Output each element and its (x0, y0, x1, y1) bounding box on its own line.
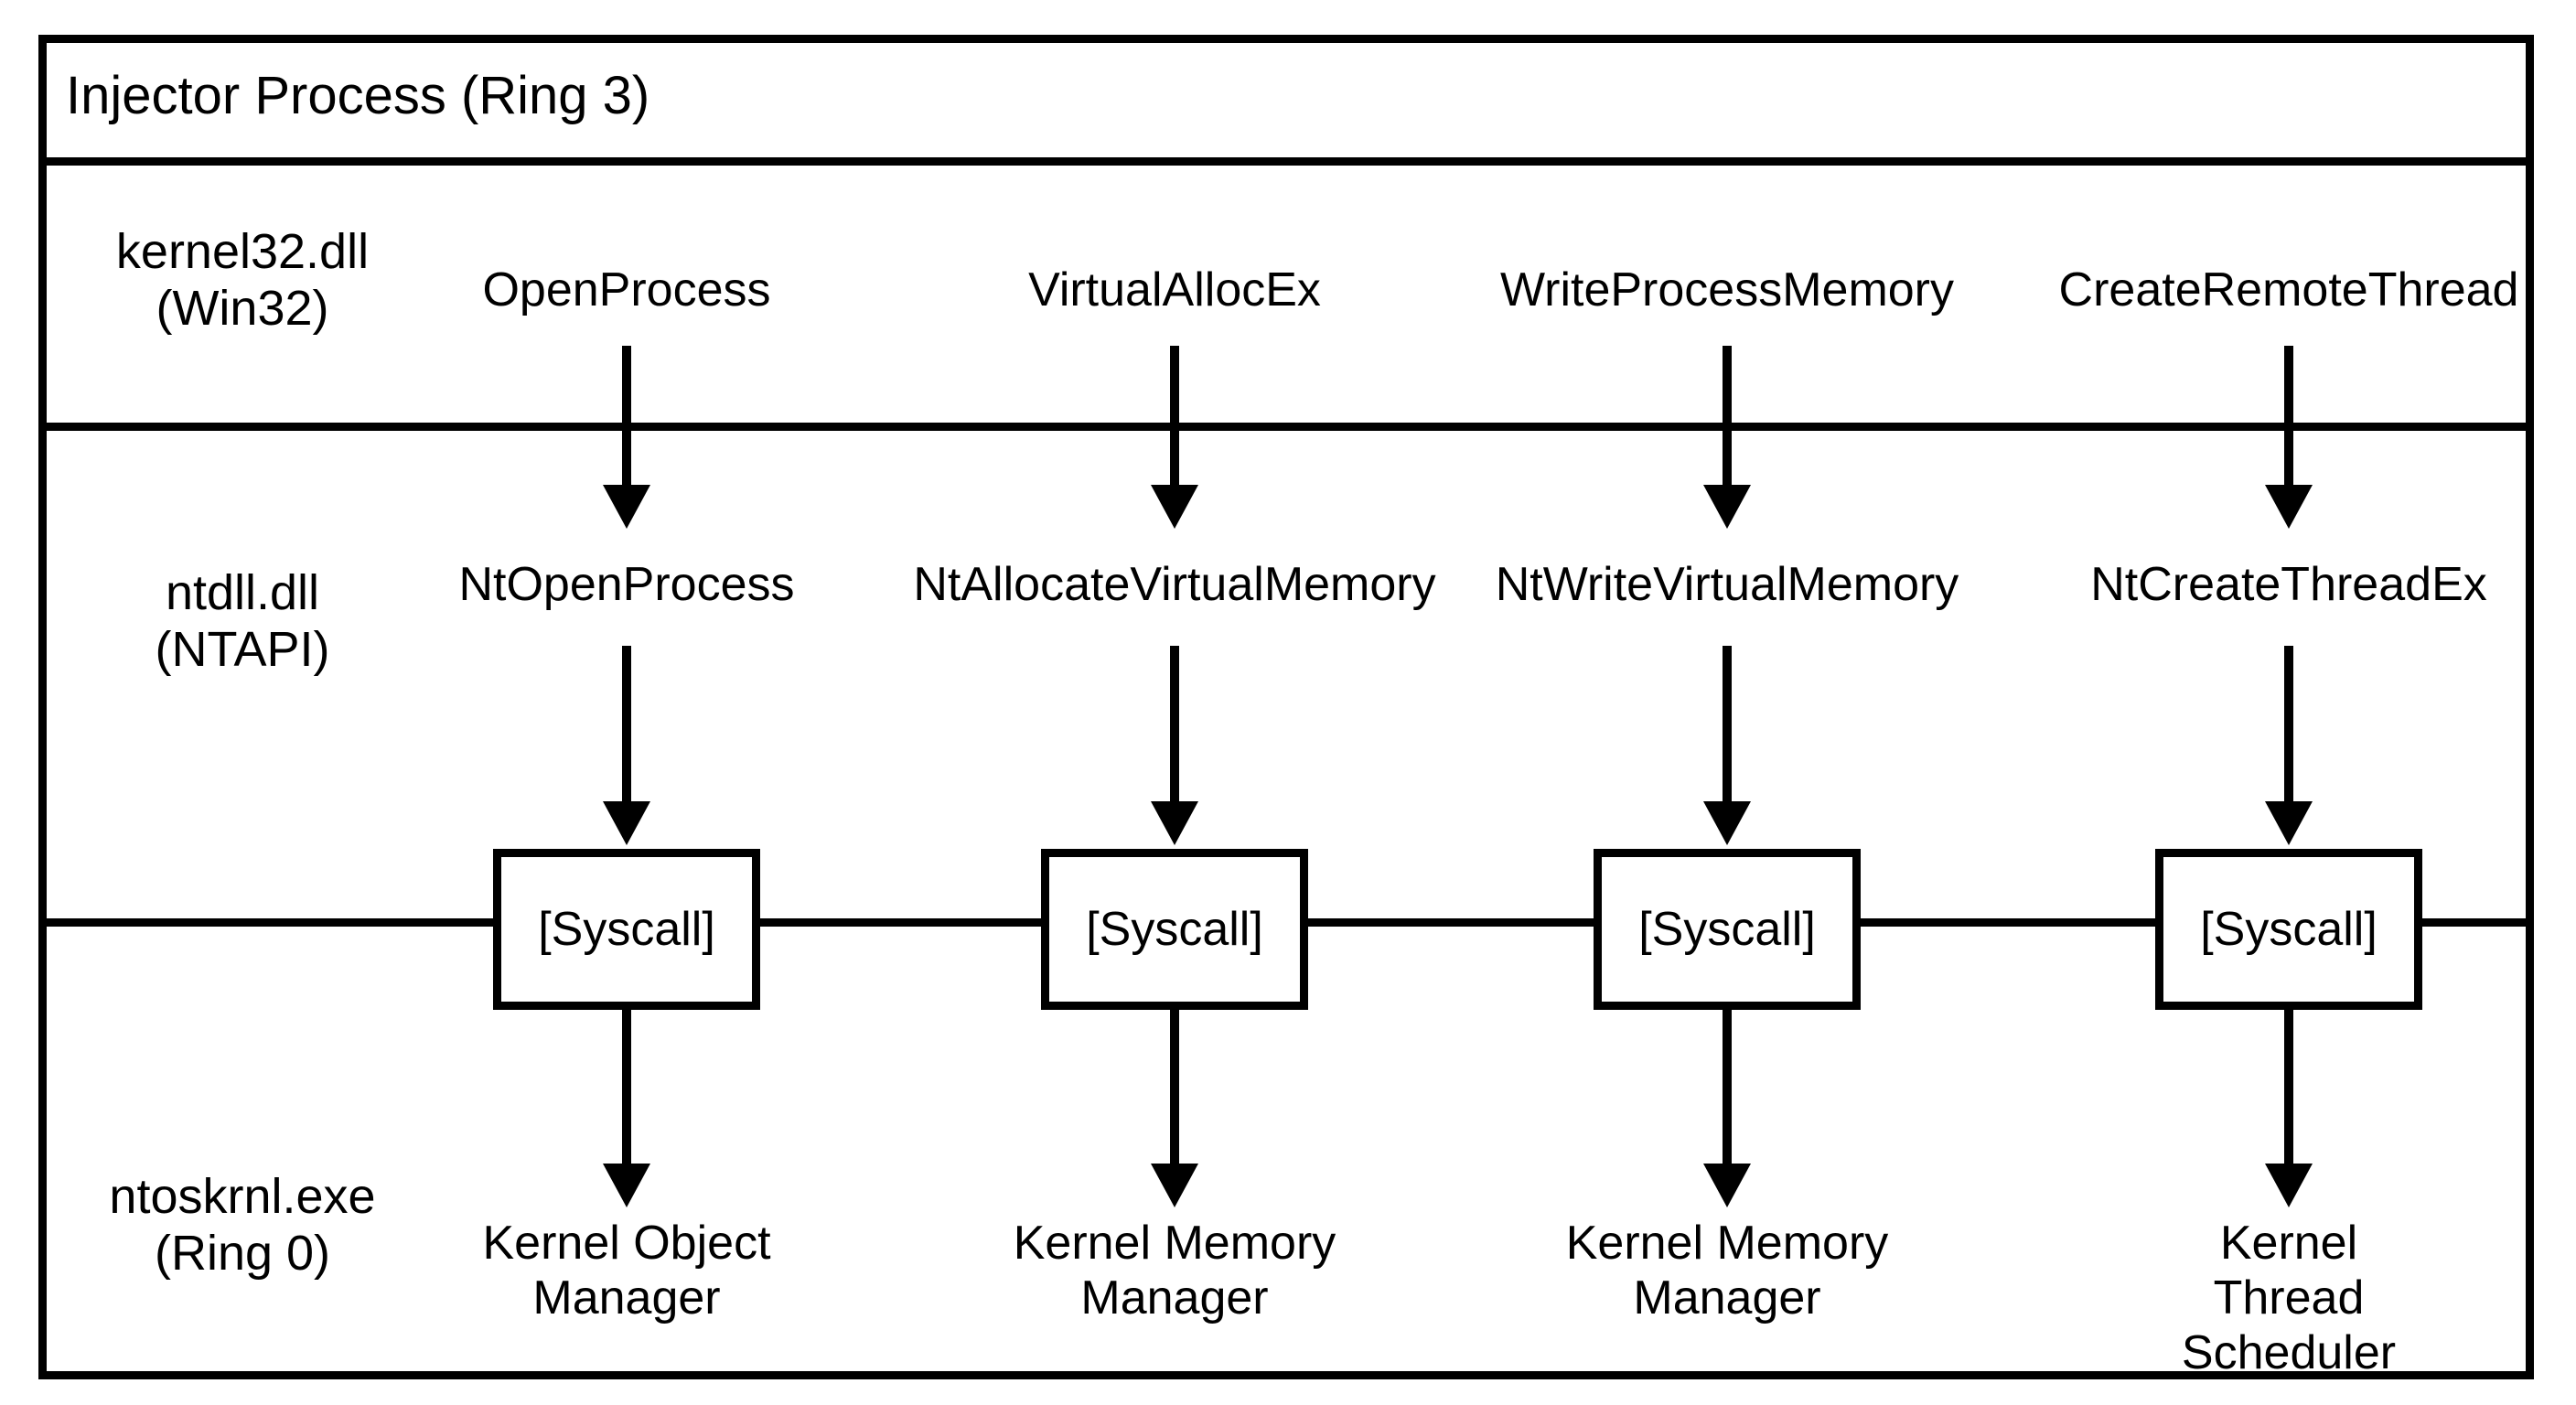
diagram-outer-frame (38, 35, 2534, 1379)
band-label-kernel32: kernel32.dll (Win32) (115, 224, 370, 336)
win32-api-createremotethread: CreateRemoteThread (2058, 263, 2519, 316)
ntapi-ntcreatethreadex: NtCreateThreadEx (2090, 558, 2487, 611)
syscall-box-1[interactable]: [Syscall] (493, 849, 760, 1010)
kernel-component-memory-manager-3: Kernel Memory Manager (1565, 1217, 1889, 1325)
ntapi-ntallocatevirtualmemory: NtAllocateVirtualMemory (913, 558, 1436, 611)
syscall-box-3[interactable]: [Syscall] (1594, 849, 1861, 1010)
ntapi-ntopenprocess: NtOpenProcess (458, 558, 795, 611)
kernel-component-memory-manager-2: Kernel Memory Manager (1013, 1217, 1336, 1325)
band-label-ntoskrnl: ntoskrnl.exe (Ring 0) (109, 1169, 376, 1281)
win32-api-writeprocessmemory: WriteProcessMemory (1499, 263, 1955, 316)
kernel-component-object-manager: Kernel Object Manager (482, 1217, 771, 1325)
divider-injector-kernel32 (38, 157, 2534, 166)
win32-api-virtualallocex: VirtualAllocEx (1028, 263, 1321, 316)
win32-api-openprocess: OpenProcess (482, 263, 771, 316)
kernel-component-thread-scheduler: Kernel Thread Scheduler (2181, 1217, 2397, 1379)
band-label-ntdll: ntdll.dll (NTAPI) (155, 565, 330, 677)
divider-kernel32-ntdll (38, 423, 2534, 431)
syscall-box-4[interactable]: [Syscall] (2155, 849, 2422, 1010)
syscall-box-2[interactable]: [Syscall] (1041, 849, 1308, 1010)
band-label-injector: Injector Process (Ring 3) (66, 66, 650, 125)
ntapi-ntwritevirtualmemory: NtWriteVirtualMemory (1495, 558, 1959, 611)
